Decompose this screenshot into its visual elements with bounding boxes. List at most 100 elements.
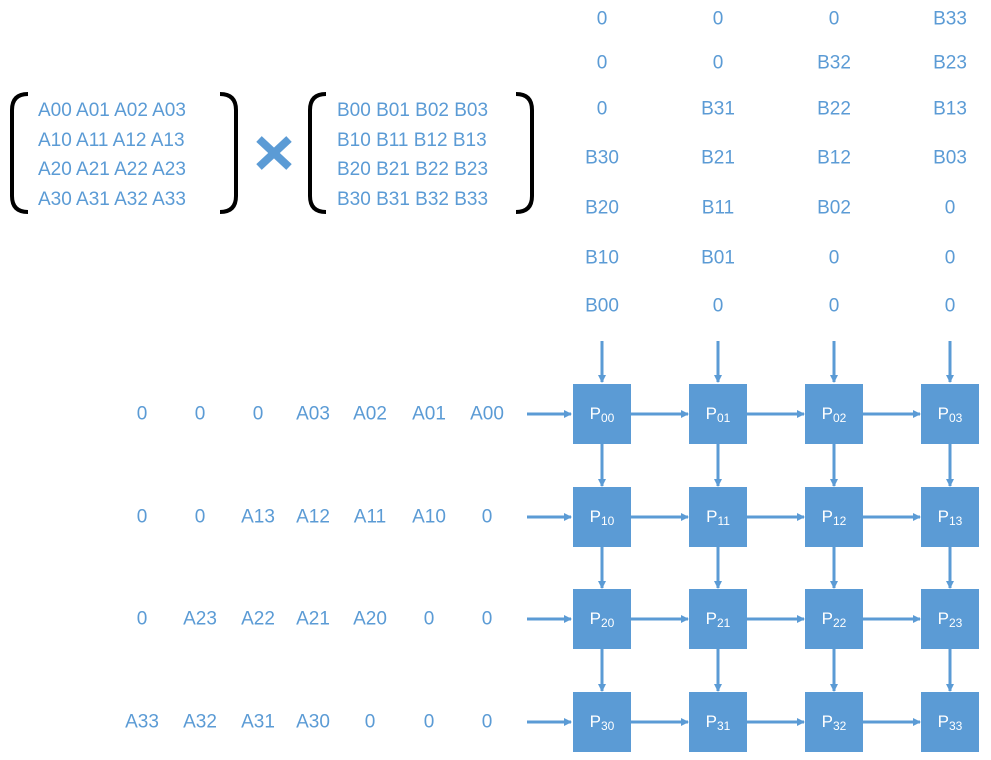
pe-label-subscript: 03: [948, 411, 963, 425]
a-input-token: A01: [412, 403, 446, 425]
data-flow-arrows: [527, 341, 954, 726]
pe-label: P: [705, 404, 717, 423]
a-input-token: A10: [412, 506, 446, 528]
pe-label-subscript: 31: [716, 719, 731, 733]
matrix-a-row: A10 A11 A12 A13: [38, 129, 185, 151]
pe-label-subscript: 02: [832, 411, 847, 425]
pe-label-subscript: 22: [832, 616, 847, 630]
matrix-b: B00 B01 B02 B03 B10 B11 B12 B13 B20 B21 …: [337, 96, 488, 214]
pe-label-subscript: 23: [948, 616, 963, 630]
pe-label: P: [821, 712, 833, 731]
a-input-token: 0: [481, 608, 493, 630]
b-input-token: B12: [817, 147, 851, 169]
matrix-b-left-bracket: [308, 92, 327, 214]
matrix-b-row: B10 B11 B12 B13: [337, 129, 487, 151]
matrix-b-row: B00 B01 B02 B03: [337, 100, 489, 121]
a-input-token: A12: [296, 506, 330, 528]
a-input-token: 0: [136, 506, 148, 528]
a-input-token: A11: [353, 506, 387, 528]
pe-label-subscript: 10: [600, 514, 615, 528]
a-input-token: 0: [136, 608, 148, 630]
a-input-token: 0: [252, 403, 264, 425]
b-input-token: 0: [712, 8, 724, 30]
pe-label-subscript: 30: [600, 719, 615, 733]
b-input-token: 0: [596, 52, 608, 74]
b-input-token: 0: [596, 98, 608, 120]
b-input-token: B13: [933, 98, 967, 120]
a-input-token: 0: [194, 403, 206, 425]
matrix-a-left-bracket: [10, 92, 29, 214]
a-input-token: 0: [423, 711, 435, 733]
a-input-token: A21: [296, 608, 330, 630]
pe-label: P: [821, 609, 833, 628]
a-input-token: A23: [183, 608, 217, 630]
pe-label: P: [937, 404, 949, 423]
pe-label: P: [821, 404, 833, 423]
b-input-token: B32: [817, 52, 851, 74]
matrix-a-row: A00 A01 A02 A03: [38, 100, 186, 121]
matrix-b-row: B30 B31 B32 B33: [337, 188, 489, 210]
matrix-a-right-bracket: [219, 92, 238, 214]
b-input-token: 0: [712, 295, 724, 317]
pe-label-subscript: 21: [716, 616, 731, 630]
matrix-a-row: A20 A21 A22 A23: [38, 159, 186, 180]
a-input-token: 0: [194, 506, 206, 528]
b-input-token: 0: [828, 8, 840, 30]
a-input-token: A31: [241, 711, 275, 733]
b-input-token: 0: [596, 8, 608, 30]
matrix-b-right-bracket: [515, 92, 534, 214]
pe-label: P: [706, 507, 718, 526]
a-input-token: A20: [353, 608, 387, 630]
a-input-token: A13: [241, 506, 275, 528]
b-input-token: B01: [701, 247, 735, 269]
a-input-token: 0: [136, 403, 148, 425]
pe-label: P: [821, 507, 833, 526]
b-input-token: B10: [585, 247, 619, 269]
matrix-b-row: B20 B21 B22 B23: [337, 159, 489, 180]
b-input-token: B00: [585, 295, 619, 317]
b-input-token: 0: [828, 295, 840, 317]
a-input-token: 0: [423, 608, 435, 630]
pe-label: P: [589, 507, 601, 526]
pe-label-subscript: 13: [948, 514, 963, 528]
pe-label-subscript: 01: [716, 411, 731, 425]
b-input-token: B30: [585, 147, 619, 169]
multiply-icon: [256, 136, 292, 170]
a-input-token: A00: [470, 403, 504, 425]
b-input-token: B02: [817, 197, 851, 219]
pe-label: P: [705, 609, 717, 628]
pe-label: P: [589, 712, 601, 731]
b-input-token: 0: [944, 197, 956, 219]
a-input-token: 0: [364, 711, 376, 733]
pe-label-subscript: 12: [832, 514, 847, 528]
a-input-token: A33: [125, 711, 159, 733]
pe-label: P: [937, 712, 949, 731]
a-input-token: A32: [183, 711, 217, 733]
pe-label: P: [589, 609, 601, 628]
b-input-token: 0: [712, 52, 724, 74]
b-input-token: 0: [944, 295, 956, 317]
b-input-token: B31: [701, 98, 735, 120]
pe-label: P: [589, 404, 601, 423]
a-input-token: A02: [353, 403, 387, 425]
a-input-token: A30: [296, 711, 330, 733]
b-input-token: B23: [933, 52, 967, 74]
b-input-token: B33: [933, 8, 967, 30]
b-input-token: B22: [817, 98, 851, 120]
